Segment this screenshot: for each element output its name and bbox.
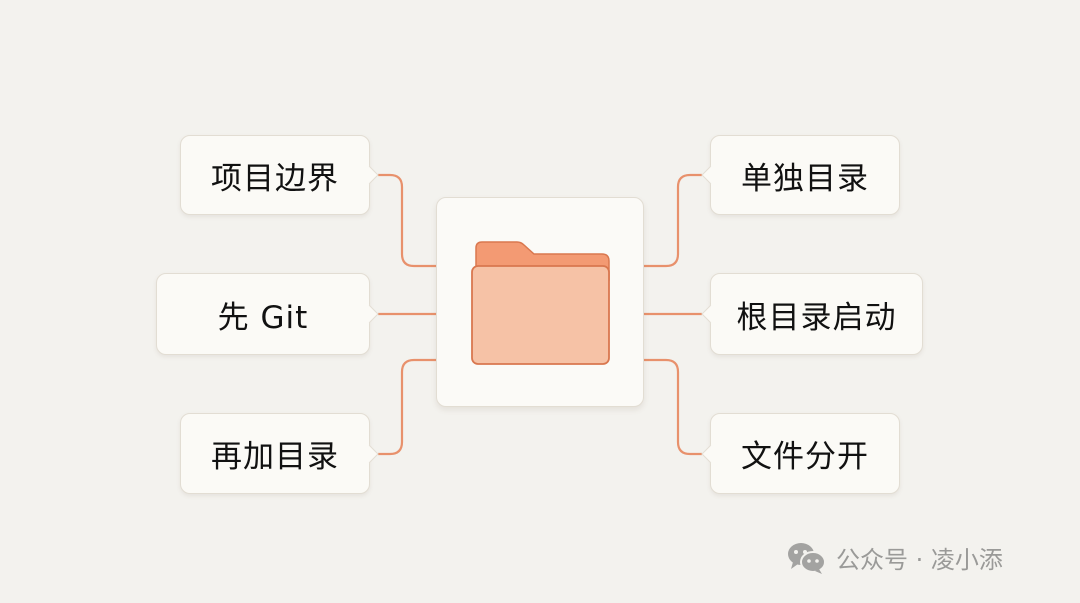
node-label: 单独目录	[741, 160, 869, 197]
watermark-text: 公众号 · 凌小添	[836, 546, 1003, 574]
wechat-icon	[788, 542, 826, 574]
pointer-tip	[701, 444, 720, 463]
node-label: 项目边界	[211, 160, 339, 197]
pointer-tip	[701, 304, 720, 324]
connector-right-bottom	[643, 358, 702, 456]
pointer-tip	[701, 165, 720, 185]
node-separate-directory: 单独目录	[701, 135, 900, 215]
node-label: 先 Git	[217, 299, 309, 336]
watermark: 公众号 · 凌小添	[786, 540, 1003, 575]
node-root-launch: 根目录启动	[701, 273, 923, 355]
pointer-tip	[360, 165, 379, 185]
node-label: 文件分开	[741, 439, 869, 475]
node-git-first: 先 Git	[156, 273, 379, 355]
node-add-directory: 再加目录	[180, 413, 379, 494]
folder-icon	[471, 241, 610, 365]
node-project-boundary: 项目边界	[180, 135, 379, 215]
node-label: 根目录启动	[736, 299, 897, 336]
connector-left-top	[378, 173, 437, 268]
pointer-tip	[360, 304, 379, 324]
node-label: 再加目录	[211, 439, 339, 475]
center-folder-card	[436, 197, 644, 407]
node-separate-files: 文件分开	[701, 413, 900, 494]
pointer-tip	[360, 444, 379, 463]
connector-right-top	[643, 173, 702, 268]
connector-left-bottom	[378, 358, 437, 456]
